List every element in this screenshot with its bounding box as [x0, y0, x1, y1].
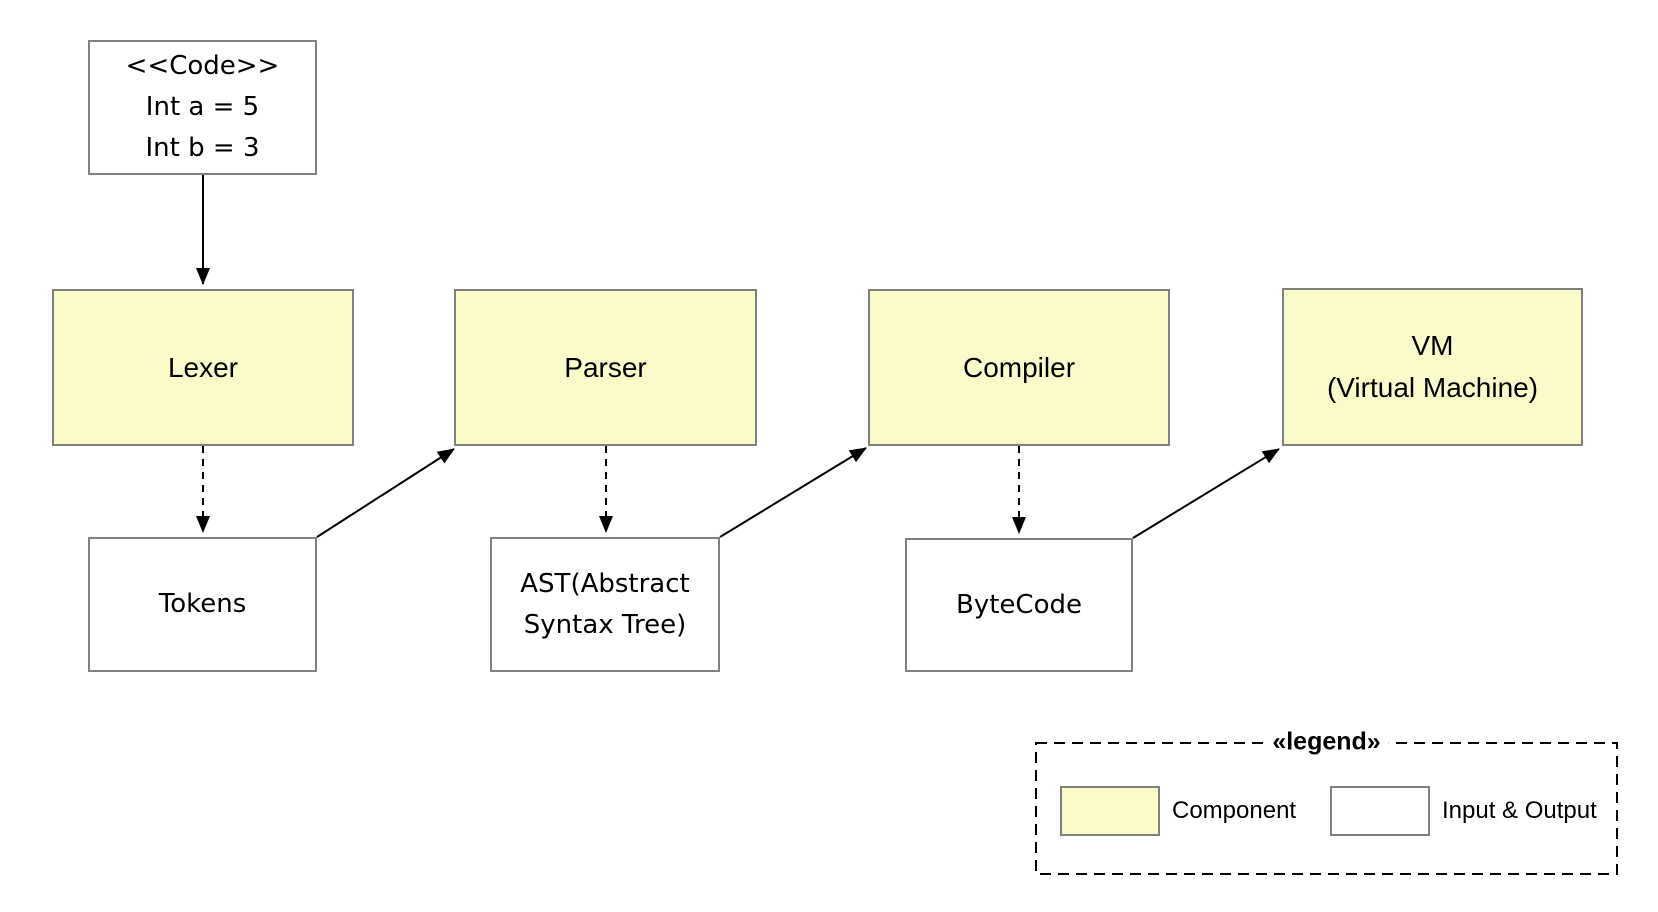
ast-label-line-1: AST(Abstract: [520, 568, 690, 599]
legend-input-output-swatch: [1330, 786, 1430, 836]
bytecode-label: ByteCode: [956, 589, 1082, 620]
compiler-label: Compiler: [962, 351, 1076, 383]
legend-input-output-label: Input & Output: [1442, 797, 1597, 824]
arrow-ast-to-compiler: [719, 447, 867, 538]
node-compiler: Compiler: [868, 289, 1170, 446]
lexer-label: Lexer: [167, 351, 239, 383]
legend-component-swatch: [1060, 786, 1160, 836]
node-ast: AST(Abstract Syntax Tree): [490, 537, 720, 672]
legend-title: «legend»: [1264, 727, 1389, 757]
arrow-tokens-to-parser: [316, 448, 455, 538]
node-parser: Parser: [454, 289, 757, 446]
parser-label: Parser: [564, 351, 647, 383]
code-line-2: Int b = 3: [145, 133, 260, 163]
node-vm: VM (Virtual Machine): [1282, 288, 1583, 446]
node-tokens: Tokens: [88, 537, 317, 672]
code-line-1: Int a = 5: [145, 92, 260, 122]
node-bytecode: ByteCode: [905, 538, 1133, 672]
legend: «legend» Component Input & Output: [1035, 727, 1618, 875]
ast-label-line-2: Syntax Tree): [523, 609, 687, 640]
node-code: <<Code>> Int a = 5 Int b = 3: [88, 40, 317, 175]
tokens-label: Tokens: [158, 589, 247, 619]
arrow-bytecode-to-vm: [1132, 448, 1280, 539]
vm-label: VM: [1411, 330, 1454, 361]
vm-sublabel: (Virtual Machine): [1326, 372, 1539, 403]
code-stereotype: <<Code>>: [125, 51, 280, 81]
node-lexer: Lexer: [52, 289, 354, 446]
legend-component-label: Component: [1172, 797, 1297, 824]
